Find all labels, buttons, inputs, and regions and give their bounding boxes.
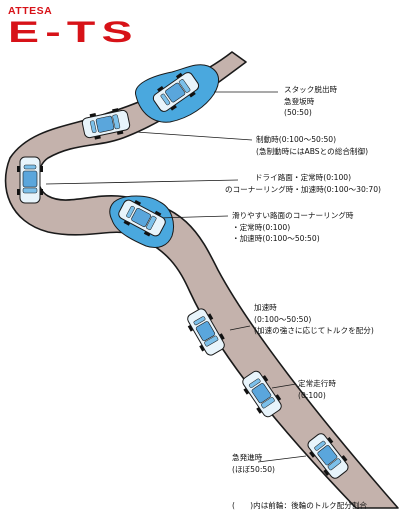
winding-road [4, 51, 399, 509]
leader-lines [45, 91, 307, 463]
car-cabin [131, 207, 152, 228]
label-stuck-line3: (50:50) [284, 108, 312, 117]
car-rear-window [314, 440, 326, 451]
car-rear-window [193, 316, 206, 326]
car-windshield [178, 79, 191, 93]
label-launch-line1: 急発進時 [232, 453, 263, 462]
car-steady [242, 370, 282, 418]
label-acceleration: 加速時 (0:100〜50:50) (加速の強さに応じてトルクを配分) [254, 302, 374, 337]
label-accel-line2: (0:100〜50:50) [254, 314, 312, 324]
label-slippery-line2: ・定常時(0:100) [232, 222, 291, 232]
car-cabin [195, 321, 216, 342]
label-dry-line1: ドライ路面・定常時(0:100) [254, 173, 352, 182]
car-launch [307, 433, 349, 479]
label-slippery-line1: 滑りやすい路面のコーナーリング時 [232, 211, 354, 220]
car-windshield [146, 215, 157, 231]
wheel [256, 406, 263, 414]
wheel [157, 85, 165, 93]
car-rear-window [23, 164, 37, 170]
label-launch-line2: (ほぼ50:50) [232, 464, 275, 474]
car-cabin [95, 115, 115, 133]
wheel [323, 468, 331, 476]
car-cabin [317, 445, 338, 466]
car-windshield [327, 458, 342, 471]
label-braking: 制動時(0:100〜50:50) (急制動時にはABSとの総合制御) [256, 134, 368, 157]
car-dry [17, 156, 43, 204]
wheel [326, 436, 334, 445]
footnote: ( )内は前輪：後輪のトルク配分割合 [232, 501, 368, 510]
attesa-ets-logo: ATTESA E-TS [8, 5, 133, 48]
wheel [188, 90, 196, 98]
label-dry-cornering: ドライ路面・定常時(0:100) のコーナーリング時・加速時(0:100〜30:… [208, 172, 398, 195]
label-slippery-line3: ・加速時(0:100〜50:50) [232, 234, 320, 243]
label-stuck-line2: 急登坂時 [284, 96, 315, 106]
label-steady-line2: (0:100) [298, 390, 326, 400]
wheel [175, 72, 184, 80]
wheel [169, 103, 177, 111]
label-dry-line2: のコーナーリング時・加速時(0:100〜30:70) [224, 184, 381, 194]
car-rear-window [126, 205, 135, 218]
wheel [309, 450, 316, 458]
label-quick-launch: 急発進時 (ほぼ50:50) [232, 452, 275, 475]
car-stuck [152, 72, 200, 112]
wheel [340, 455, 348, 463]
label-stuck-line1: スタック脱出時 [284, 85, 338, 94]
car-rear-window [90, 120, 97, 133]
car-rear-window [160, 93, 171, 106]
car-cabin [165, 82, 186, 103]
logo-attesa-text: ATTESA [8, 5, 53, 17]
car-braking [81, 108, 131, 140]
label-accel-line3: (加速の強さに応じてトルクを配分) [254, 326, 374, 335]
car-accel [187, 308, 225, 356]
car-windshield [204, 335, 219, 347]
cars-layer [17, 72, 349, 479]
car-rear-window [248, 378, 261, 388]
label-steady-driving: 定常走行時 (0:100) [298, 378, 336, 401]
wheel [243, 387, 251, 395]
car-cabin [22, 170, 38, 188]
wheel [261, 375, 269, 383]
car-windshield [22, 187, 38, 194]
label-steady-line1: 定常走行時 [298, 379, 336, 388]
label-braking-line1: 制動時(0:100〜50:50) [256, 135, 337, 144]
car-windshield [261, 397, 275, 409]
car-windshield [112, 114, 121, 130]
car-cabin [251, 383, 272, 404]
label-stuck-escape: スタック脱出時 急登坂時 (50:50) [284, 84, 337, 119]
logo-ets-text: E-TS [8, 16, 139, 49]
car-slippery [118, 199, 166, 237]
label-braking-line2: (急制動時にはABSとの総合制御) [256, 146, 369, 156]
label-slippery-cornering: 滑りやすい路面のコーナーリング時 ・定常時(0:100) ・加速時(0:100〜… [232, 210, 354, 245]
label-accel-line1: 加速時 [254, 303, 277, 312]
wheel [274, 394, 282, 402]
